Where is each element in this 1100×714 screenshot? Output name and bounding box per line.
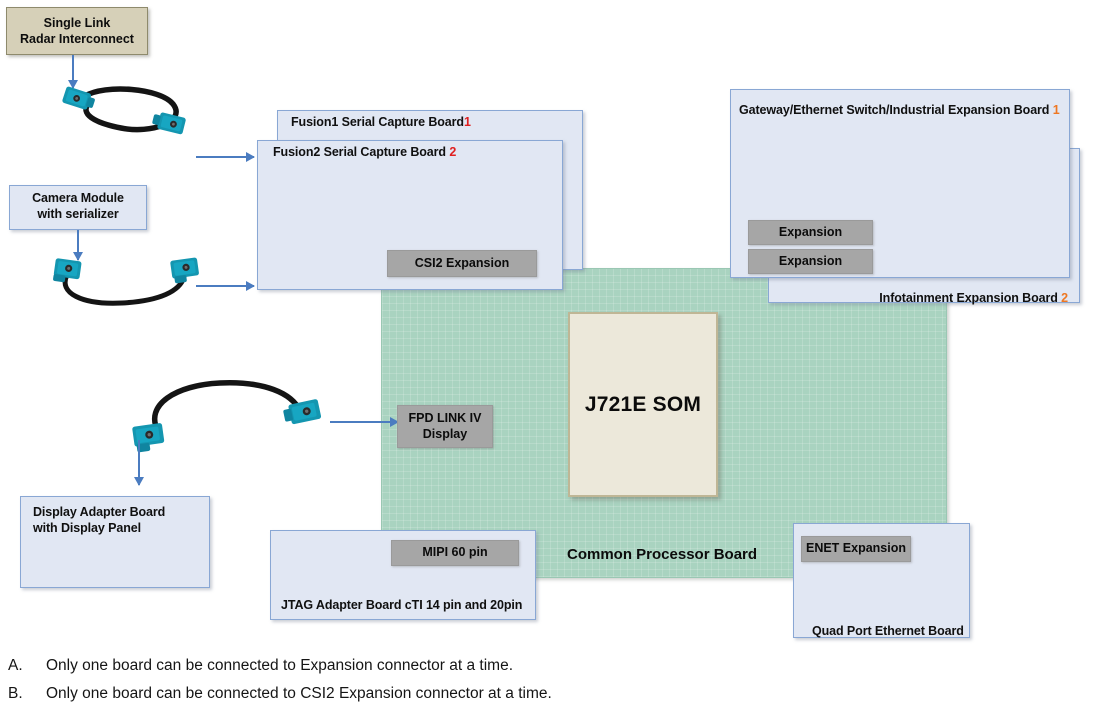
coax-cable-icon [62, 272, 187, 306]
infotainment-marker: 2 [1061, 291, 1068, 305]
fusion2-label: Fusion2 Serial Capture Board 2 [273, 145, 457, 159]
arrow-camera-to-fusion [196, 281, 255, 291]
infotainment-label: Infotainment Expansion Board 2 [879, 291, 1068, 305]
fusion1-label: Fusion1 Serial Capture Board1 [291, 115, 471, 129]
footnote-key: B. [8, 685, 23, 703]
fusion2-marker: 2 [449, 145, 457, 159]
display-coax-cable [110, 375, 330, 455]
enet-expansion-connector[interactable]: ENET Expansion [801, 536, 911, 562]
csi2-expansion-connector[interactable]: CSI2 Expansion [387, 250, 537, 277]
fakra-connector-icon [283, 399, 322, 425]
coax-cable-icon [151, 380, 303, 434]
display-adapter-label: Display Adapter Board with Display Panel [33, 505, 166, 535]
quad-ethernet-label: Quad Port Ethernet Board [812, 624, 964, 638]
display-adapter-board[interactable] [20, 496, 210, 588]
footnote-row: A. Only one board can be connected to Ex… [0, 652, 1100, 680]
fakra-connector-icon [132, 423, 165, 453]
fpd-link-line2: Display [422, 426, 468, 441]
fakra-connector-icon [170, 257, 199, 284]
camera-coax-cable [42, 253, 212, 313]
footnote-row: B. Only one board can be connected to CS… [0, 680, 1100, 708]
fakra-connector-icon [53, 258, 82, 283]
footnote-text: Only one board can be connected to Expan… [46, 657, 514, 674]
arrow-camera-to-cable [73, 230, 83, 261]
expansion-connector-bottom[interactable]: Expansion [748, 249, 873, 274]
arrow-cable-to-display-adapter [134, 440, 144, 486]
radar-interconnect-line2: Radar Interconnect [20, 32, 134, 46]
expansion-bottom-label: Expansion [778, 253, 843, 268]
camera-module-board[interactable] [9, 185, 147, 230]
single-link-radar-interconnect-box[interactable]: Single Link Radar Interconnect [6, 7, 148, 55]
jtag-adapter-label: JTAG Adapter Board cTI 14 pin and 20pin [281, 598, 523, 612]
camera-module-label: Camera Module with serializer [32, 191, 124, 221]
expansion-connector-top[interactable]: Expansion [748, 220, 873, 245]
fusion1-marker: 1 [463, 115, 471, 129]
expansion-top-label: Expansion [778, 224, 843, 239]
gateway-label: Gateway/Ethernet Switch/Industrial Expan… [739, 103, 1060, 117]
radar-coax-cable [55, 78, 205, 148]
common-processor-board-label: Common Processor Board [567, 546, 758, 563]
footnote-text: Only one board can be connected to CSI2 … [46, 685, 552, 703]
fpd-link-iv-display-connector[interactable]: FPD LINK IV Display [397, 405, 493, 448]
som-label: J721E SOM [584, 392, 702, 416]
fpd-link-line1: FPD LINK IV [408, 410, 482, 425]
gateway-ethernet-industrial-expansion-board[interactable] [730, 89, 1070, 278]
mipi-label: MIPI 60 pin [422, 545, 488, 560]
fakra-connector-icon [62, 86, 95, 110]
fakra-connector-icon [152, 112, 186, 135]
arrow-radar-to-cable [68, 55, 78, 89]
arrow-radar-to-fusion [196, 152, 255, 162]
arrow-cable-to-fpd-link [330, 417, 399, 427]
enet-expansion-label: ENET Expansion [805, 541, 907, 556]
footnotes: A. Only one board can be connected to Ex… [0, 652, 1100, 708]
radar-interconnect-line1: Single Link [43, 15, 111, 30]
gateway-marker: 1 [1052, 103, 1060, 117]
mipi-60-pin-connector[interactable]: MIPI 60 pin [391, 540, 519, 566]
csi2-expansion-label: CSI2 Expansion [414, 255, 510, 270]
j721e-som[interactable]: J721E SOM [568, 312, 718, 497]
footnote-key: A. [8, 657, 23, 674]
